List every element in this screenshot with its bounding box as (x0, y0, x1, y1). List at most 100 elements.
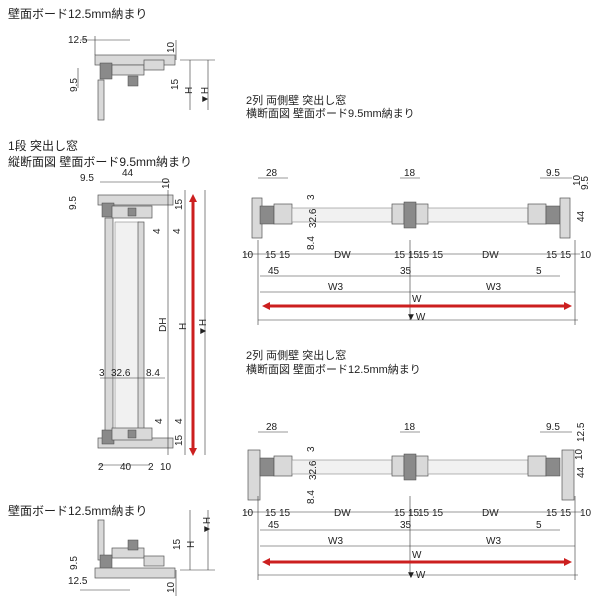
dim-28-b: 28 (266, 422, 278, 433)
detail-horizontal-9-5 (244, 177, 580, 325)
dim-Htri-b: ▼H (198, 319, 209, 336)
dim-W3-b: W3 (486, 282, 501, 293)
title-mid-left-1: 1段 突出し窓 (8, 139, 79, 153)
dim-10-d: 10 (572, 174, 583, 186)
dim-W3-a: W3 (328, 282, 343, 293)
dim-H-c: H (186, 541, 197, 548)
dim-DW-c: DW (334, 508, 351, 519)
dim-4-b: 4 (172, 228, 183, 234)
detail-vertical-section (97, 181, 206, 466)
title-bottom-right-2: 横断面図 壁面ボード12.5mm納まり (246, 364, 421, 376)
dim-4-d: 4 (174, 418, 185, 424)
dim-10-j: 10 (166, 581, 177, 593)
dim-9-5-e: 9.5 (580, 176, 591, 190)
title-bottom-right-1: 2列 両側壁 突出し窓 (246, 350, 347, 362)
dim-15-b: 15 (174, 198, 185, 210)
dim-DW-d: DW (482, 508, 499, 519)
dim-12-5-c: 12.5 (68, 576, 88, 587)
dim-15-r: 15 (546, 508, 558, 519)
dim-9-5-d: 9.5 (546, 168, 560, 179)
dim-9-5-g: 9.5 (69, 556, 80, 570)
dim-15-t: 15 (172, 538, 183, 550)
dim-18-a: 18 (404, 168, 416, 179)
dim-W-a: W (412, 294, 422, 305)
dim-15-l: 15 (265, 508, 277, 519)
dim-4-a: 4 (152, 228, 163, 234)
title-bottom-left: 壁面ボード12.5mm納まり (8, 504, 148, 518)
dim-10-c: 10 (160, 462, 172, 473)
dim-44-a: 44 (122, 168, 134, 179)
dim-15-c: 15 (174, 434, 185, 446)
dim-18-b: 18 (404, 422, 416, 433)
title-top-left: 壁面ボード12.5mm納まり (8, 7, 148, 21)
dim-10-a: 10 (166, 41, 177, 53)
dim-15-s: 15 (560, 508, 572, 519)
dim-15-m: 15 (279, 508, 291, 519)
dim-28-a: 28 (266, 168, 278, 179)
dim-W3-c: W3 (328, 536, 343, 547)
dim-32-6-b: 32.6 (308, 208, 319, 228)
dim-15-n: 15 (394, 508, 406, 519)
dim-W-b: W (412, 550, 422, 561)
dim-10-f: 10 (580, 250, 592, 261)
dim-45-a: 45 (268, 266, 280, 277)
dim-10-i: 10 (580, 508, 592, 519)
dim-H-b: H (178, 323, 189, 330)
dim-35-a: 35 (400, 266, 412, 277)
dim-3-b: 3 (306, 194, 317, 200)
dim-2-b: 2 (148, 462, 154, 473)
dim-15-q: 15 (432, 508, 444, 519)
title-top-right-2: 横断面図 壁面ボード9.5mm納まり (246, 108, 415, 120)
dim-DW-a: DW (334, 250, 351, 261)
dim-15-d: 15 (265, 250, 277, 261)
dim-3-a: 3 (99, 368, 105, 379)
dim-9-5-f: 9.5 (546, 422, 560, 433)
dim-15-i: 15 (432, 250, 444, 261)
dim-15-h: 15 (418, 250, 430, 261)
dim-44-c: 44 (576, 466, 587, 478)
detail-horizontal-12-5 (244, 431, 582, 580)
dim-15-a: 15 (170, 78, 181, 90)
dim-40: 40 (120, 462, 132, 473)
dim-15-e: 15 (279, 250, 291, 261)
dim-9-5-b: 9.5 (80, 173, 94, 184)
dim-8-4-b: 8.4 (306, 236, 317, 250)
dim-9-5-c: 9.5 (68, 196, 79, 210)
dim-15-f: 15 (394, 250, 406, 261)
dim-Wtri-a: ▼W (406, 312, 426, 323)
detail-top-left (77, 36, 215, 121)
dim-Wtri-b: ▼W (406, 570, 426, 581)
dim-3-c: 3 (306, 446, 317, 452)
dim-10-g: 10 (574, 448, 585, 460)
dim-10-e: 10 (242, 250, 254, 261)
dim-5-b: 5 (536, 520, 542, 531)
dim-15-p: 15 (418, 508, 430, 519)
dim-15-g: 15 (408, 250, 420, 261)
dim-15-j: 15 (546, 250, 558, 261)
dim-12-5-b: 12.5 (576, 422, 587, 442)
dim-32-6-c: 32.6 (308, 460, 319, 480)
dim-15-k: 15 (560, 250, 572, 261)
dim-15-o: 15 (408, 508, 420, 519)
dim-5-a: 5 (536, 266, 542, 277)
title-mid-left-2: 縦断面図 壁面ボード9.5mm納まり (8, 155, 193, 169)
dim-DH: DH (158, 318, 169, 332)
dim-35-b: 35 (400, 520, 412, 531)
detail-bottom-left (80, 510, 215, 596)
dim-44-b: 44 (576, 210, 587, 222)
dim-10-h: 10 (242, 508, 254, 519)
dim-Htri-a: ▼H (200, 87, 211, 104)
dim-2-a: 2 (98, 462, 104, 473)
dim-45-b: 45 (268, 520, 280, 531)
dim-8-4-c: 8.4 (306, 490, 317, 504)
dim-9-5-a: 9.5 (69, 78, 80, 92)
dim-12-5-a: 12.5 (68, 35, 88, 46)
dim-10-b: 10 (161, 177, 172, 189)
dim-4-c: 4 (154, 418, 165, 424)
dim-H-a: H (184, 87, 195, 94)
dim-32-6-a: 32.6 (111, 368, 131, 379)
dim-W3-d: W3 (486, 536, 501, 547)
title-top-right-1: 2列 両側壁 突出し窓 (246, 95, 347, 107)
dim-DW-b: DW (482, 250, 499, 261)
